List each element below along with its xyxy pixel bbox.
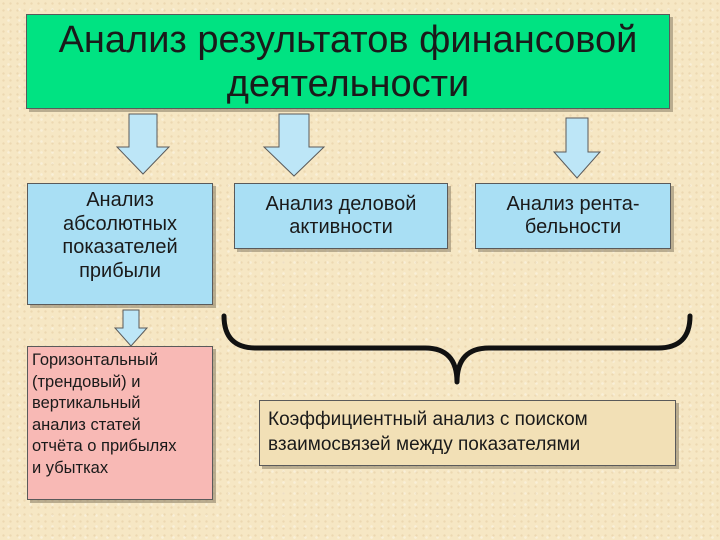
title-box: Анализ результатов финансовой деятельнос…: [26, 14, 670, 109]
arrow-down-icon: [262, 113, 326, 177]
arrow-down-icon: [115, 113, 171, 175]
curly-brace-icon: [221, 313, 693, 385]
arrow-down-icon: [552, 117, 602, 179]
profitability-box: Анализ рента- бельности: [475, 183, 671, 249]
absolute-profit-box: Анализ абсолютных показателей прибыли: [27, 183, 213, 305]
diagram-title: Анализ результатов финансовой деятельнос…: [58, 18, 638, 105]
horizontal-vertical-analysis-box: Горизонтальный (трендовый) и вертикальны…: [27, 346, 213, 500]
arrow-down-icon: [113, 309, 149, 347]
coefficient-analysis-box: Коэффициентный анализ с поиском взаимосв…: [259, 400, 676, 466]
business-activity-box: Анализ деловой активности: [234, 183, 448, 249]
